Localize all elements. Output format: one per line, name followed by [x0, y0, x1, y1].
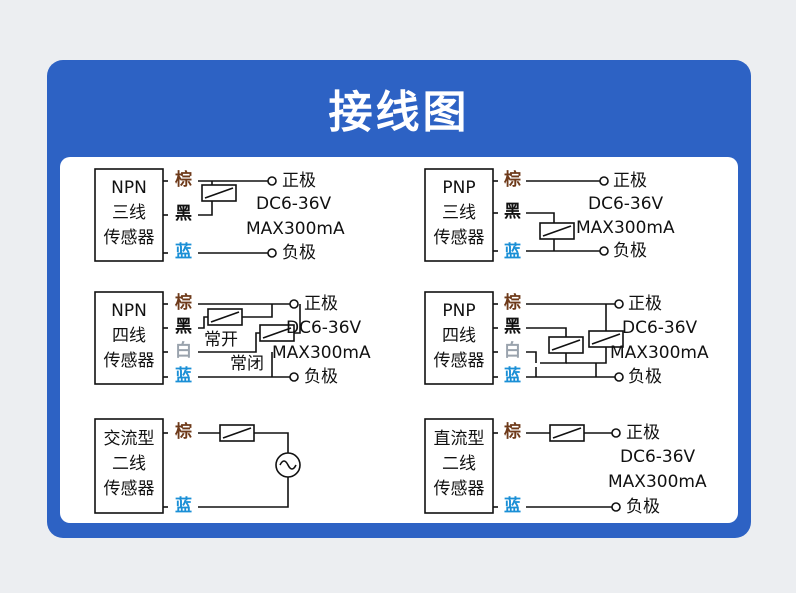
wire-label-brown: 棕 [504, 292, 521, 313]
pnp-three-wire-diagram: PNP 三线 传感器 棕 黑 蓝 正极 DC6-36V MAX300mA 负极 [424, 168, 675, 262]
wire-label-blue: 蓝 [504, 242, 521, 262]
sensor-label-line: 传感器 [104, 351, 155, 371]
wire-label-white: 白 [175, 340, 192, 361]
terminal-icon [611, 502, 621, 512]
load-icon [549, 424, 585, 442]
sensor-label-line: 传感器 [104, 479, 155, 499]
label-negative: 负极 [304, 367, 338, 387]
terminal-icon [614, 372, 624, 382]
label-voltage: DC6-36V [256, 194, 332, 214]
sensor-label-line: 三线 [442, 203, 476, 223]
page-title: 接线图 [328, 87, 470, 138]
label-negative: 负极 [628, 367, 662, 387]
pnp-four-wire-diagram: PNP 四线 传感器 棕 黑 白 蓝 正极 DC6-36V MAX300mA 负… [424, 291, 709, 387]
sensor-label-line: 四线 [112, 326, 146, 346]
label-positive: 正极 [628, 294, 662, 314]
wire-label-brown: 棕 [175, 169, 192, 190]
terminal-icon [614, 299, 624, 309]
wire-label-black: 黑 [504, 317, 521, 337]
label-negative: 负极 [626, 497, 660, 517]
wire-label-blue: 蓝 [175, 496, 192, 516]
sensor-label-line: 二线 [442, 454, 476, 474]
terminal-icon [599, 176, 609, 186]
ac-two-wire-diagram: 交流型 二线 传感器 棕 蓝 [94, 418, 301, 516]
label-current: MAX300mA [610, 343, 709, 363]
wire-label-white: 白 [504, 340, 521, 361]
load-icon [207, 308, 243, 326]
wire-label-blue: 蓝 [175, 242, 192, 262]
sensor-label-line: 传感器 [434, 228, 485, 248]
sensor-box [424, 291, 494, 385]
npn-three-wire-diagram: NPN 三线 传感器 棕 黑 蓝 正极 DC6-36V MAX300mA 负极 [94, 168, 345, 263]
sensor-label-line: 二线 [112, 454, 146, 474]
label-positive: 正极 [304, 294, 338, 314]
wiring-diagram: NPN 三线 传感器 棕 黑 蓝 正极 DC6-36V MAX300mA 负极 … [94, 168, 709, 517]
wire-label-black: 黑 [504, 202, 521, 222]
terminal-icon [599, 246, 609, 256]
sensor-label-line: 传感器 [434, 479, 485, 499]
load-icon [219, 424, 255, 442]
sensor-box [424, 168, 494, 262]
sensor-box [94, 291, 164, 385]
label-voltage: DC6-36V [286, 318, 362, 338]
dc-two-wire-diagram: 直流型 二线 传感器 棕 蓝 正极 DC6-36V MAX300mA 负极 [424, 418, 707, 517]
sensor-label-line: PNP [442, 178, 475, 198]
wire-label-brown: 棕 [175, 421, 192, 442]
wire-label-brown: 棕 [175, 292, 192, 313]
terminal-icon [289, 372, 299, 382]
label-positive: 正极 [626, 423, 660, 443]
sensor-box [94, 168, 164, 262]
wire-label-blue: 蓝 [504, 496, 521, 516]
sensor-label-line: 直流型 [434, 429, 485, 449]
wire-label-brown: 棕 [504, 169, 521, 190]
label-voltage: DC6-36V [622, 318, 698, 338]
load-icon [548, 336, 584, 354]
sensor-label-line: 传感器 [434, 351, 485, 371]
label-voltage: DC6-36V [620, 447, 696, 467]
load-icon [201, 184, 237, 202]
label-normally-open: 常开 [204, 330, 238, 350]
terminal-icon [611, 428, 621, 438]
label-negative: 负极 [282, 243, 316, 263]
load-icon [539, 222, 575, 240]
label-current: MAX300mA [246, 219, 345, 239]
label-normally-closed: 常闭 [230, 354, 264, 374]
label-positive: 正极 [282, 171, 316, 191]
label-negative: 负极 [613, 241, 647, 261]
label-current: MAX300mA [576, 218, 675, 238]
wire-label-black: 黑 [175, 204, 192, 224]
wire-label-black: 黑 [175, 317, 192, 337]
wire-label-brown: 棕 [504, 421, 521, 442]
wire-label-blue: 蓝 [175, 366, 192, 386]
diagram-sheet: NPN 三线 传感器 棕 黑 蓝 正极 DC6-36V MAX300mA 负极 … [60, 157, 738, 523]
sensor-box [94, 418, 164, 514]
sensor-label-line: 四线 [442, 326, 476, 346]
sensor-label-line: NPN [111, 178, 147, 198]
sensor-label-line: PNP [442, 301, 475, 321]
sensor-label-line: 交流型 [104, 429, 155, 449]
wire-label-blue: 蓝 [504, 366, 521, 386]
sensor-label-line: 传感器 [104, 228, 155, 248]
terminal-icon [267, 248, 277, 258]
sensor-box [424, 418, 494, 514]
label-positive: 正极 [613, 171, 647, 191]
label-voltage: DC6-36V [588, 194, 664, 214]
terminal-icon [289, 299, 299, 309]
label-current: MAX300mA [608, 472, 707, 492]
terminal-icon [267, 176, 277, 186]
sensor-label-line: NPN [111, 301, 147, 321]
npn-four-wire-diagram: NPN 四线 传感器 棕 黑 白 蓝 正极 DC6-36V MAX300mA 负… [94, 291, 371, 387]
label-current: MAX300mA [272, 343, 371, 363]
sensor-label-line: 三线 [112, 203, 146, 223]
